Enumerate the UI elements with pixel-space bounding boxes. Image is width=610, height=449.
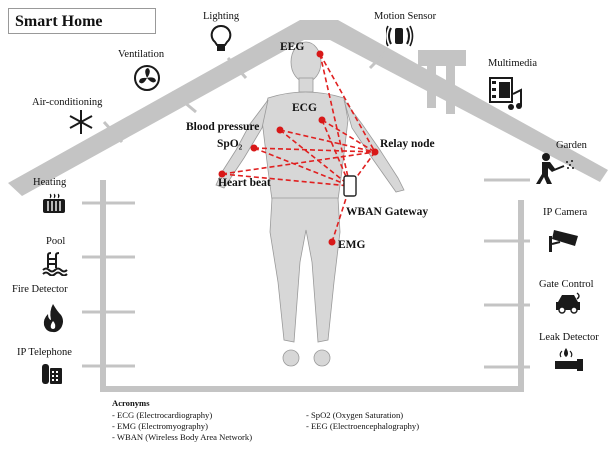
heater-icon: [42, 193, 66, 215]
label-fire-detector: Fire Detector: [12, 284, 68, 295]
acronym-ecg: - ECG (Electrocardiography): [112, 410, 212, 422]
gate-control-icon: [555, 292, 583, 314]
lightbulb-icon: [209, 24, 233, 54]
node-blood-pressure: [277, 127, 284, 134]
acronym-emg: - EMG (Electromyography): [112, 421, 208, 433]
acronym-spo2: - SpO2 (Oxygen Saturation): [306, 410, 403, 422]
label-ecg: ECG: [292, 102, 317, 114]
leak-detector-icon: [553, 347, 585, 375]
label-ventilation: Ventilation: [118, 49, 164, 60]
node-emg: [329, 239, 336, 246]
wban-gateway-device: [344, 176, 356, 196]
fire-icon: [41, 303, 65, 333]
node-eeg: [317, 51, 324, 58]
label-gate-control: Gate Control: [539, 279, 594, 290]
label-heating: Heating: [33, 177, 66, 188]
label-eeg: EEG: [280, 41, 304, 53]
ip-camera-icon: [548, 226, 582, 254]
garden-icon: [534, 152, 576, 186]
label-relay-node: Relay node: [380, 138, 435, 150]
label-ip-camera: IP Camera: [543, 207, 587, 218]
label-spo2: SpO₂: [217, 138, 242, 150]
label-blood-pressure: Blood pressure: [186, 121, 259, 133]
fan-icon: [133, 64, 161, 92]
label-multimedia: Multimedia: [488, 58, 537, 69]
label-motion-sensor: Motion Sensor: [374, 11, 436, 22]
acronym-wban: - WBAN (Wireless Body Area Network): [112, 432, 252, 444]
label-leak-detector: Leak Detector: [539, 332, 599, 343]
label-pool: Pool: [46, 236, 65, 247]
motion-sensor-icon: [386, 24, 414, 48]
label-ip-telephone: IP Telephone: [17, 347, 72, 358]
label-emg: EMG: [338, 239, 365, 251]
multimedia-icon: [489, 76, 523, 112]
acronyms-title: Acronyms: [112, 398, 150, 410]
ip-telephone-icon: [41, 362, 63, 386]
label-lighting: Lighting: [203, 11, 239, 22]
label-wban-gateway: WBAN Gateway: [346, 206, 428, 218]
chimney: [418, 50, 466, 66]
snowflake-icon: [68, 109, 94, 135]
label-garden: Garden: [556, 140, 587, 151]
label-air-conditioning: Air-conditioning: [32, 97, 102, 108]
node-spo2: [251, 145, 258, 152]
node-relay: [372, 149, 379, 156]
label-heart-beat: Heart beat: [218, 177, 271, 189]
node-ecg: [319, 117, 326, 124]
pool-icon: [42, 252, 68, 276]
human-body: [216, 42, 404, 366]
diagram-title: Smart Home: [8, 8, 156, 34]
acronym-eeg: - EEG (Electroencephalography): [306, 421, 419, 433]
